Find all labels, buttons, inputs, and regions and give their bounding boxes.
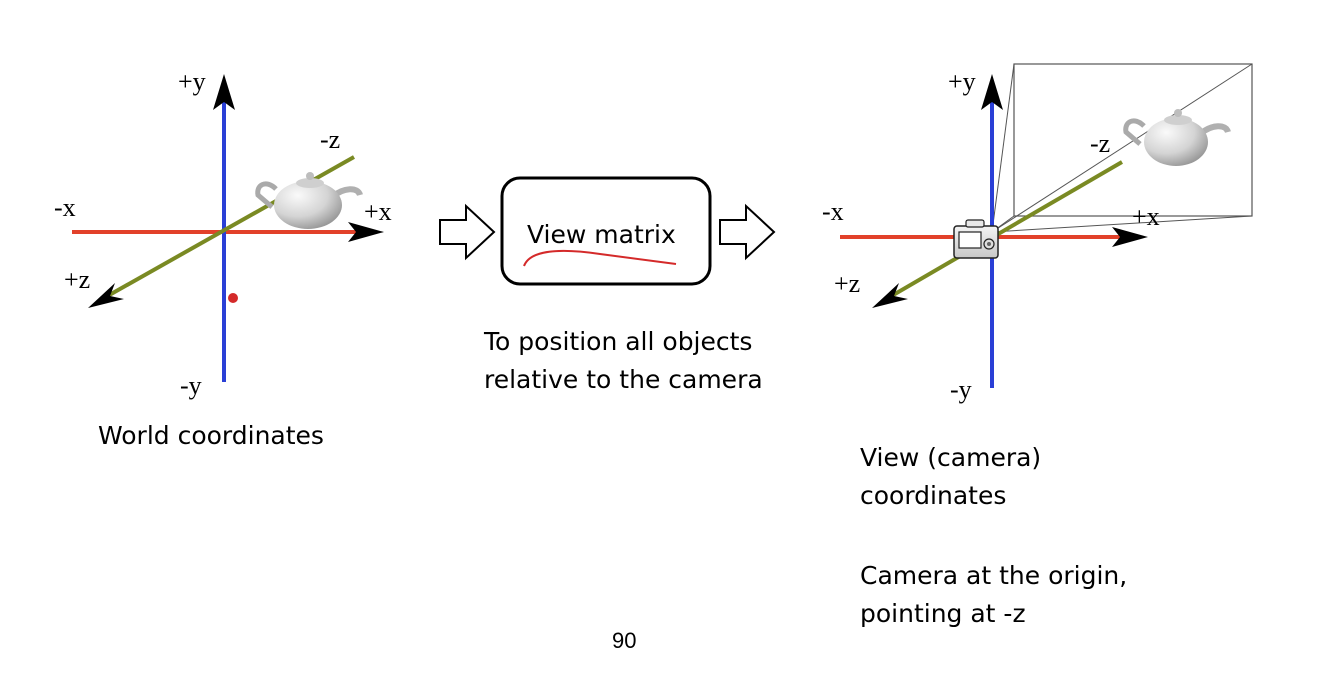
world-label-pz: +z [64, 265, 90, 294]
frustum-far-plane [1013, 63, 1253, 217]
teapot-icon [255, 172, 363, 229]
view-note-line2: pointing at -z [860, 599, 1026, 628]
transform-caption-line1: To position all objects [483, 327, 752, 356]
view-z-axis [886, 160, 1124, 300]
camera-icon [953, 219, 999, 259]
view-x-arrowhead [1112, 227, 1148, 247]
view-caption-line1: View (camera) [860, 443, 1041, 472]
view-note-line1: Camera at the origin, [860, 561, 1127, 590]
view-label-nx: -x [822, 197, 844, 226]
world-label-px: +x [364, 197, 392, 226]
view-y-arrowhead [981, 74, 1003, 110]
outline-arrow-icon-right [719, 203, 776, 261]
view-coordinates-diagram: +y -y -x +x -z +z View (camera) coordina… [822, 63, 1253, 628]
view-matrix-box [500, 176, 712, 286]
outline-arrow-icon [439, 203, 496, 261]
view-matrix-transform: View matrix To position all objects rela… [439, 176, 776, 394]
view-label-px: +x [1132, 202, 1160, 231]
world-y-arrowhead [213, 74, 235, 110]
world-z-arrowhead [88, 283, 124, 308]
frustum-edges [991, 63, 1253, 233]
world-label-py: +y [178, 67, 206, 96]
view-label-ny: -y [950, 375, 972, 404]
view-caption-line2: coordinates [860, 481, 1006, 510]
world-label-ny: -y [180, 371, 202, 400]
world-label-nx: -x [54, 193, 76, 222]
world-caption: World coordinates [98, 421, 324, 450]
annotation-mark [228, 293, 238, 303]
world-label-nz: -z [320, 125, 340, 154]
view-label-pz: +z [834, 269, 860, 298]
view-z-arrowhead [872, 283, 908, 308]
slide-number: 90 [612, 628, 636, 653]
world-coordinates-diagram: +y -y -x +x -z +z World coordinates [54, 67, 392, 450]
view-label-py: +y [948, 67, 976, 96]
world-x-arrowhead [348, 222, 384, 242]
handwritten-underline [523, 249, 677, 267]
view-label-nz: -z [1090, 129, 1110, 158]
teapot-icon [1123, 109, 1231, 166]
transform-caption-line2: relative to the camera [484, 365, 763, 394]
view-matrix-label: View matrix [527, 220, 676, 249]
